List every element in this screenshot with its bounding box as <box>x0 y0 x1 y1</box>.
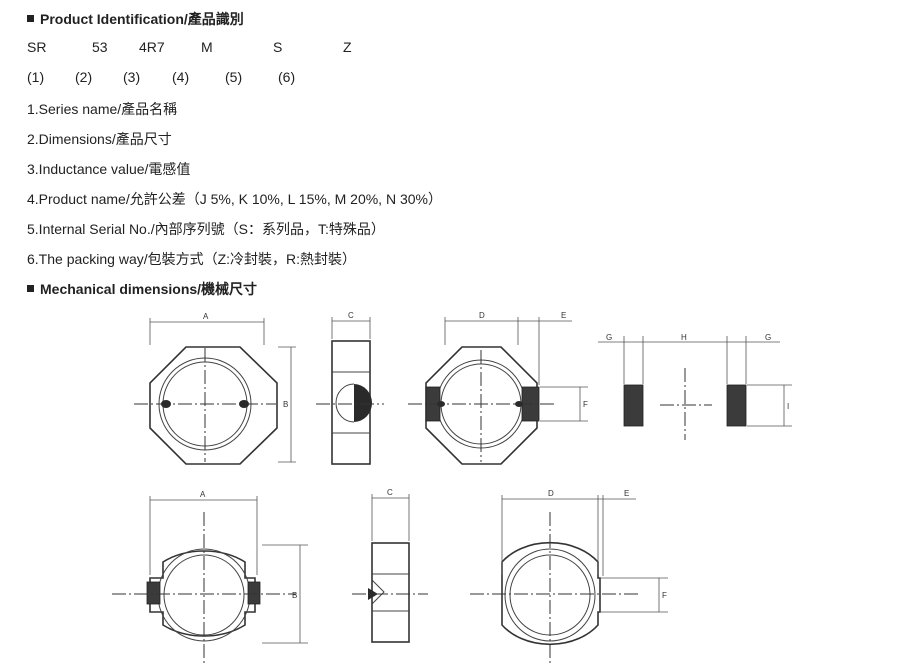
octagon-terminal-view: D E F <box>408 311 588 465</box>
item-inductance-value: 3.Inductance value/電感值 <box>27 161 191 177</box>
dimension-label-d: D <box>548 489 554 498</box>
code-part: SR <box>27 39 47 55</box>
octagon-side-view: C <box>316 311 384 465</box>
code-index: (1) <box>27 69 45 85</box>
item-tolerance: 4.Product name/允許公差（J 5%, K 10%, L 15%, … <box>27 191 442 207</box>
dimension-label-c: C <box>387 488 393 497</box>
round-terminal-view: D E F <box>470 489 668 664</box>
dimension-label-i: I <box>787 402 789 411</box>
dimension-label-g-right: G <box>765 333 771 342</box>
section-title: Product Identification/產品識別 <box>40 11 244 27</box>
section-title: Mechanical dimensions/機械尺寸 <box>40 281 258 297</box>
code-index: (6) <box>278 69 296 85</box>
item-internal-serial: 5.Internal Serial No./內部序列號（S：系列品，T:特殊品） <box>27 221 385 237</box>
item-dimensions: 2.Dimensions/產品尺寸 <box>27 131 172 147</box>
dimension-label-e: E <box>561 311 566 320</box>
square-bullet-icon <box>27 15 34 22</box>
dimension-label-d: D <box>479 311 485 320</box>
dimension-label-b: B <box>283 400 288 409</box>
dimension-label-h: H <box>681 333 687 342</box>
dimension-label-a: A <box>203 312 209 321</box>
item-series-name: 1.Series name/產品名稱 <box>27 101 178 117</box>
section-heading-mechanical-dimensions: Mechanical dimensions/機械尺寸 <box>27 279 257 299</box>
item-packing-way: 6.The packing way/包裝方式（Z:冷封裝，R:熱封裝） <box>27 251 357 267</box>
dimension-label-c: C <box>348 311 354 320</box>
square-bullet-icon <box>27 285 34 292</box>
round-side-view: C <box>352 488 428 643</box>
code-index: (5) <box>225 69 243 85</box>
dimension-label-g: G <box>606 333 612 342</box>
dimension-label-a: A <box>200 490 206 499</box>
land-pattern-view: G H G I <box>598 333 792 440</box>
section-heading-product-identification: Product Identification/產品識別 <box>27 9 244 29</box>
round-top-view: A B <box>112 490 308 664</box>
code-part: 53 <box>92 39 108 55</box>
octagon-top-view: A B <box>134 312 296 465</box>
code-part: S <box>273 39 283 55</box>
code-part: Z <box>343 39 352 55</box>
code-part: M <box>201 39 213 55</box>
code-index: (3) <box>123 69 141 85</box>
dimension-label-b: B <box>292 591 297 600</box>
code-index: (2) <box>75 69 93 85</box>
code-index: (4) <box>172 69 190 85</box>
code-part: 4R7 <box>139 39 165 55</box>
dimension-label-e: E <box>624 489 629 498</box>
dimension-label-f: F <box>662 591 667 600</box>
dimension-label-f: F <box>583 400 588 409</box>
